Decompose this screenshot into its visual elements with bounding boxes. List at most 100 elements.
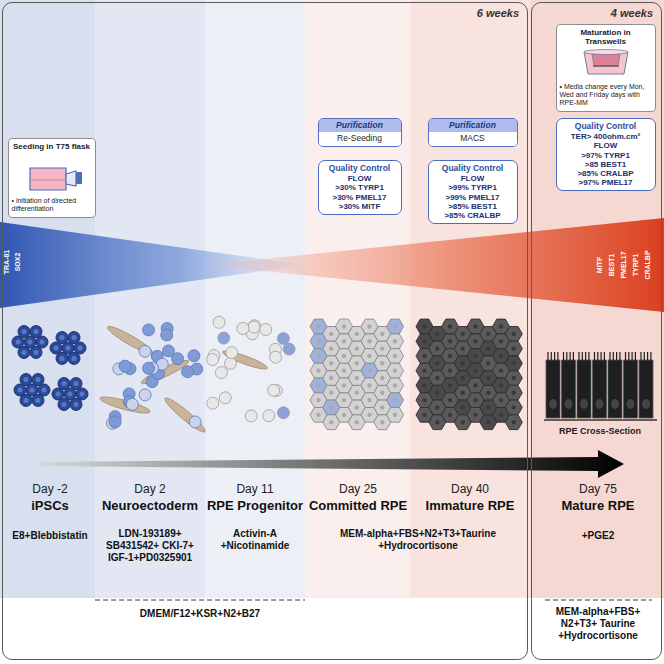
rpe-columnar-cell [608, 360, 622, 418]
stem-cell [32, 394, 44, 406]
stage-label: iPSCs [4, 498, 96, 513]
cell-nucleus [422, 368, 426, 372]
progenitor-cell [218, 332, 230, 344]
rpe-cell [505, 415, 522, 430]
cell-nucleus [28, 340, 33, 345]
progenitor-cell [182, 366, 194, 378]
cell-nucleus [448, 339, 452, 343]
stem-cell [30, 346, 42, 358]
progenitor-cell [143, 362, 155, 374]
cell-nucleus [473, 368, 477, 372]
rpe-cell [387, 349, 404, 364]
microvillus [547, 352, 548, 360]
progenitor-cell [248, 321, 260, 333]
stem-cell [68, 332, 80, 344]
cell-nucleus [316, 398, 320, 402]
cell-nucleus [499, 354, 503, 358]
microvillus [585, 352, 586, 360]
cell-nucleus [54, 346, 59, 351]
purification-box: PurificationRe-Seeding [318, 118, 402, 148]
cell-illustrations [12, 316, 657, 435]
marker-label: SOX2 [14, 253, 22, 272]
cell-nucleus [36, 398, 41, 403]
box-text: >99% PMEL17 [432, 193, 514, 202]
cell-nucleus [367, 354, 371, 358]
microvillus [578, 352, 579, 360]
cell-nucleus [355, 420, 359, 424]
box-text: TER> 400ohm.cm² [560, 132, 652, 141]
box-heading: Purification [319, 119, 401, 133]
progenitor-cell [283, 343, 295, 355]
cell-nucleus [461, 405, 465, 409]
cell-nucleus [316, 413, 320, 417]
cell-nucleus [24, 377, 29, 382]
cell-nucleus [435, 346, 439, 350]
progenitor-cell [277, 333, 289, 345]
cell-nucleus [393, 368, 397, 372]
microvillus [551, 352, 552, 360]
cell-nucleus [16, 340, 21, 345]
cell-nucleus [486, 332, 490, 336]
stem-cell [32, 374, 44, 386]
cell-nucleus [355, 361, 359, 365]
cell-nucleus [329, 420, 333, 424]
microvillus [635, 352, 636, 360]
cell-nucleus [316, 324, 320, 328]
cell-nucleus [18, 388, 23, 393]
microvillus [613, 352, 614, 360]
cell-nucleus [422, 354, 426, 358]
stage-label: RPE Progenitor [205, 498, 305, 513]
microvillus [650, 352, 651, 360]
cell-nucleus [499, 398, 503, 402]
rpe-cell [505, 385, 522, 400]
cell-nucleus [316, 339, 320, 343]
cell-nucleus [473, 324, 477, 328]
progenitor-cell [225, 357, 237, 369]
progenitor-cell [219, 392, 231, 404]
microvillus [616, 352, 617, 360]
box-ground [8, 138, 96, 218]
stem-cell [68, 352, 80, 364]
cell-nucleus [461, 346, 465, 350]
cell-nucleus [512, 391, 516, 395]
cell-nucleus [72, 356, 77, 361]
stage-label: Activin-A +Nicotinamide [207, 528, 303, 552]
band [95, 0, 205, 598]
cell-nucleus [380, 405, 384, 409]
stage-label: RPE Cross-Section [544, 426, 656, 437]
box-heading: 4 weeks [611, 7, 653, 20]
cell-nucleus [486, 346, 490, 350]
progenitor-cell [189, 416, 201, 428]
progenitor-cell [263, 410, 275, 422]
progenitor-cell [213, 316, 225, 328]
microvillus [566, 352, 567, 360]
stage-label: Day 11 [205, 482, 305, 496]
cell-nucleus [380, 332, 384, 336]
cell-nucleus [34, 329, 39, 334]
cell-nucleus [611, 399, 619, 409]
cell-nucleus [486, 405, 490, 409]
cell-nucleus [367, 368, 371, 372]
progenitor-cell [126, 398, 138, 410]
basement-membrane [544, 419, 657, 421]
rpe-cell [505, 371, 522, 386]
band [205, 0, 305, 598]
cell-nucleus [486, 361, 490, 365]
progenitor-cell [139, 389, 151, 401]
marker-label: MITF [596, 257, 604, 273]
box-text: >30% TYRP1 [322, 183, 398, 192]
stage-label: Day 2 [98, 482, 202, 496]
cell-nucleus [422, 383, 426, 387]
cell-nucleus [461, 332, 465, 336]
rpe-cell [387, 378, 404, 393]
cell-nucleus [435, 361, 439, 365]
microvillus [573, 352, 574, 360]
cell-nucleus [367, 398, 371, 402]
cell-nucleus [473, 339, 477, 343]
band [305, 0, 410, 598]
cell-nucleus [435, 332, 439, 336]
stem-cell [70, 378, 82, 390]
cell-nucleus [473, 413, 477, 417]
cell-nucleus [486, 376, 490, 380]
microvillus [563, 352, 564, 360]
